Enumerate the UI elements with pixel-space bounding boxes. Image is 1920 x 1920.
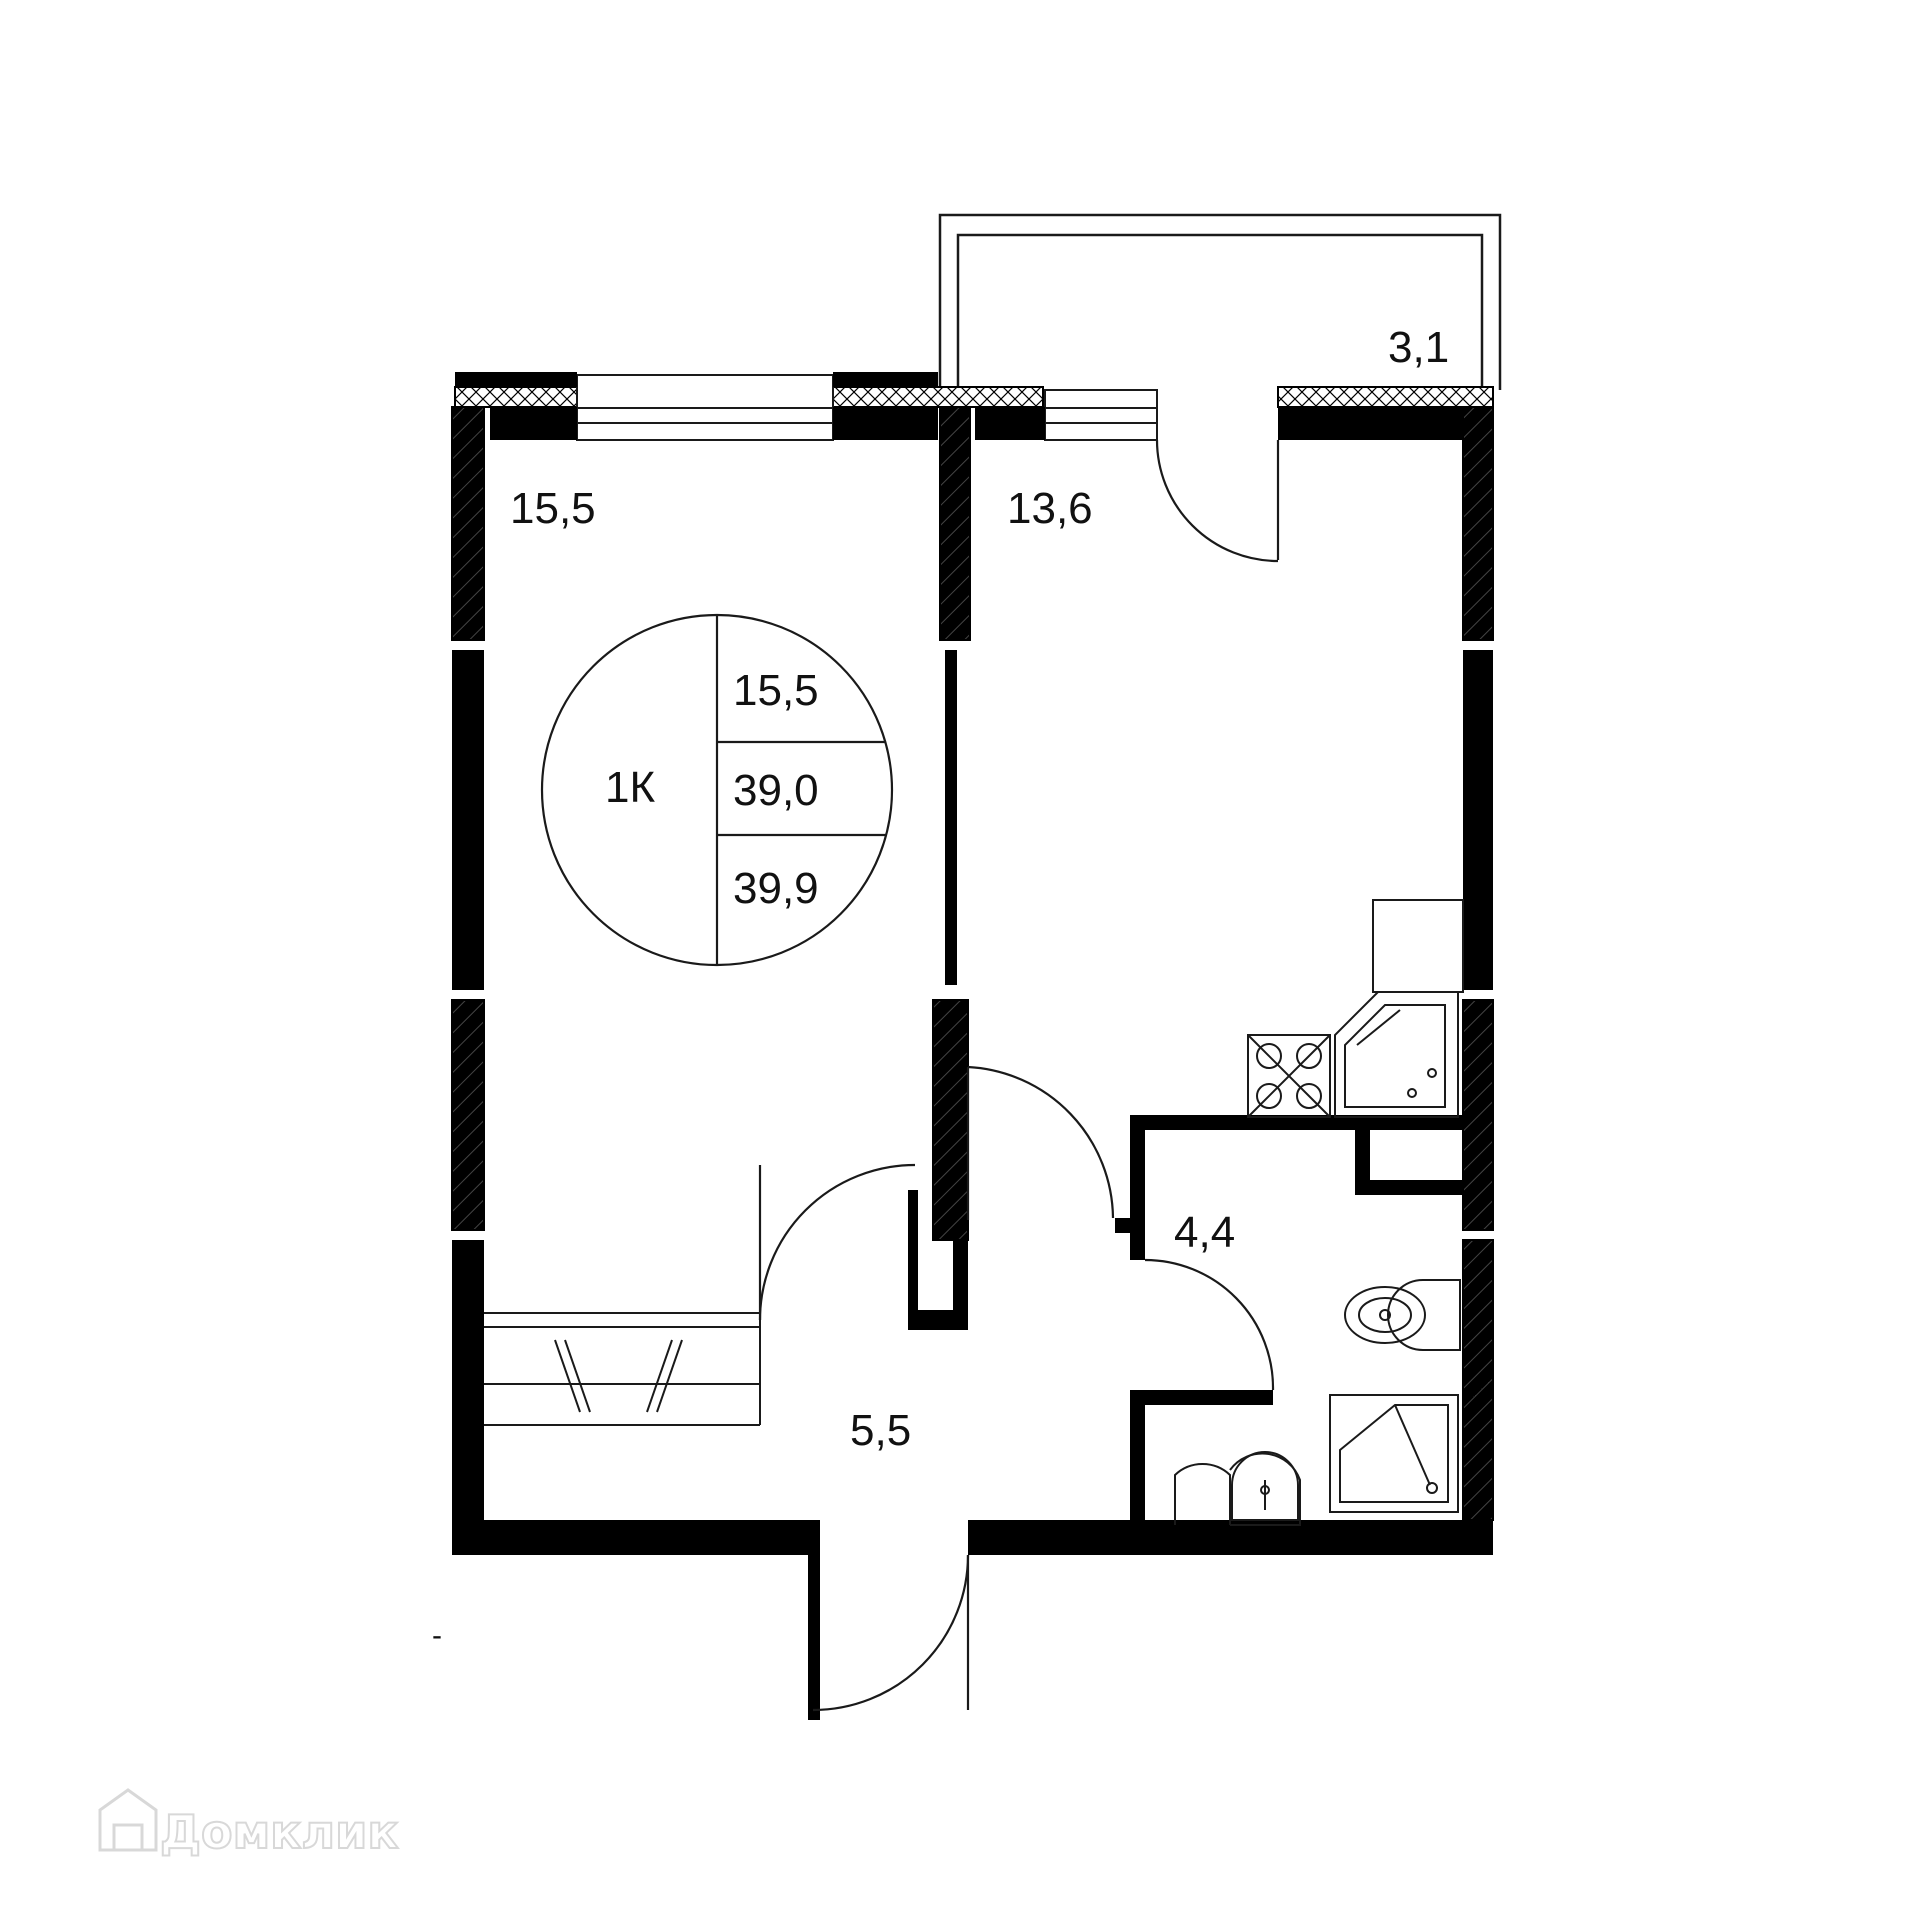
room-label-living: 15,5 bbox=[510, 484, 596, 533]
summary-badge bbox=[540, 613, 894, 967]
wardrobe bbox=[484, 1312, 761, 1426]
scale-mark: - bbox=[432, 1619, 442, 1652]
summary-total-with-balcony: 39,9 bbox=[733, 864, 819, 913]
window-living bbox=[576, 374, 834, 441]
balcony bbox=[938, 213, 1502, 390]
window-kitchen bbox=[1044, 389, 1158, 441]
watermark-text: Домклик bbox=[160, 1805, 399, 1859]
room-label-bathroom: 4,4 bbox=[1174, 1208, 1235, 1257]
hatched-walls bbox=[451, 406, 1494, 1521]
room-label-kitchen: 13,6 bbox=[1007, 484, 1093, 533]
summary-total-area: 39,0 bbox=[733, 766, 819, 815]
room-label-balcony: 3,1 bbox=[1388, 323, 1449, 372]
house-logo-icon bbox=[98, 1788, 158, 1852]
watermark: Домклик bbox=[98, 1788, 400, 1860]
summary-living-area: 15,5 bbox=[733, 666, 819, 715]
summary-type: 1К bbox=[605, 763, 655, 812]
doors bbox=[758, 439, 1280, 1712]
bathroom-fixtures bbox=[1174, 1279, 1461, 1526]
room-label-hallway: 5,5 bbox=[850, 1406, 911, 1455]
walls bbox=[452, 372, 1493, 1720]
facade-window-strips bbox=[454, 386, 1494, 408]
kitchen-equipment bbox=[1247, 899, 1464, 1118]
